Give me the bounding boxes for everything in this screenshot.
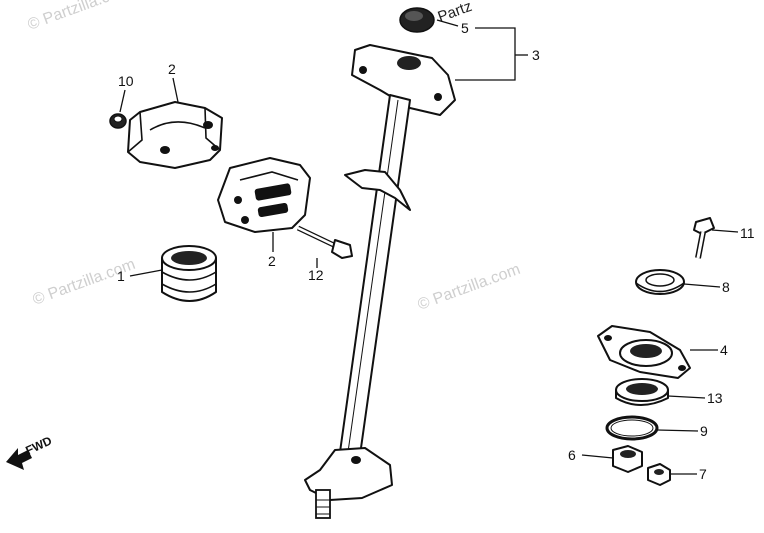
- callout-12: 12: [308, 267, 324, 283]
- o-ring-part-9: [605, 415, 659, 441]
- bearing-part-13: [615, 378, 669, 406]
- callout-11: 11: [740, 225, 755, 241]
- bushing-part-1: [161, 245, 217, 302]
- callout-1: 1: [117, 268, 125, 284]
- callout-10: 10: [118, 73, 134, 89]
- callout-2-upper: 2: [168, 61, 176, 77]
- callout-9: 9: [700, 423, 708, 439]
- cap-part-5: [399, 7, 435, 33]
- handlebar-holder-lower-part-2: [217, 157, 311, 233]
- forward-label: FWD: [23, 433, 54, 457]
- bolt-part-12: [296, 225, 353, 259]
- steering-shaft-part-3: [304, 44, 456, 519]
- watermark-center: © Partzilla.com: [416, 261, 523, 314]
- handlebar-holder-upper-part-2: [127, 101, 223, 169]
- callout-13: 13: [707, 390, 723, 406]
- nut-part-6: [612, 445, 643, 473]
- callout-labels: 10 2 2 12 1 5 3 11 8 4 13 9 6 7: [117, 20, 755, 482]
- callout-4: 4: [720, 342, 728, 358]
- forward-arrow-icon: [6, 448, 32, 470]
- bolt-part-11: [693, 217, 715, 259]
- nut-part-10: [109, 113, 127, 129]
- bearing-holder-part-4: [597, 325, 691, 379]
- callout-8: 8: [722, 279, 730, 295]
- leader-lines: [119, 19, 739, 475]
- watermark-top-left: © Partzilla.com: [26, 0, 133, 34]
- callout-6: 6: [568, 447, 576, 463]
- callout-2-lower: 2: [268, 253, 276, 269]
- callout-5: 5: [461, 20, 469, 36]
- forward-direction-indicator: FWD: [6, 433, 54, 470]
- nut-part-7: [647, 463, 671, 486]
- seal-part-8: [635, 269, 685, 295]
- callout-3: 3: [532, 47, 540, 63]
- callout-7: 7: [699, 466, 707, 482]
